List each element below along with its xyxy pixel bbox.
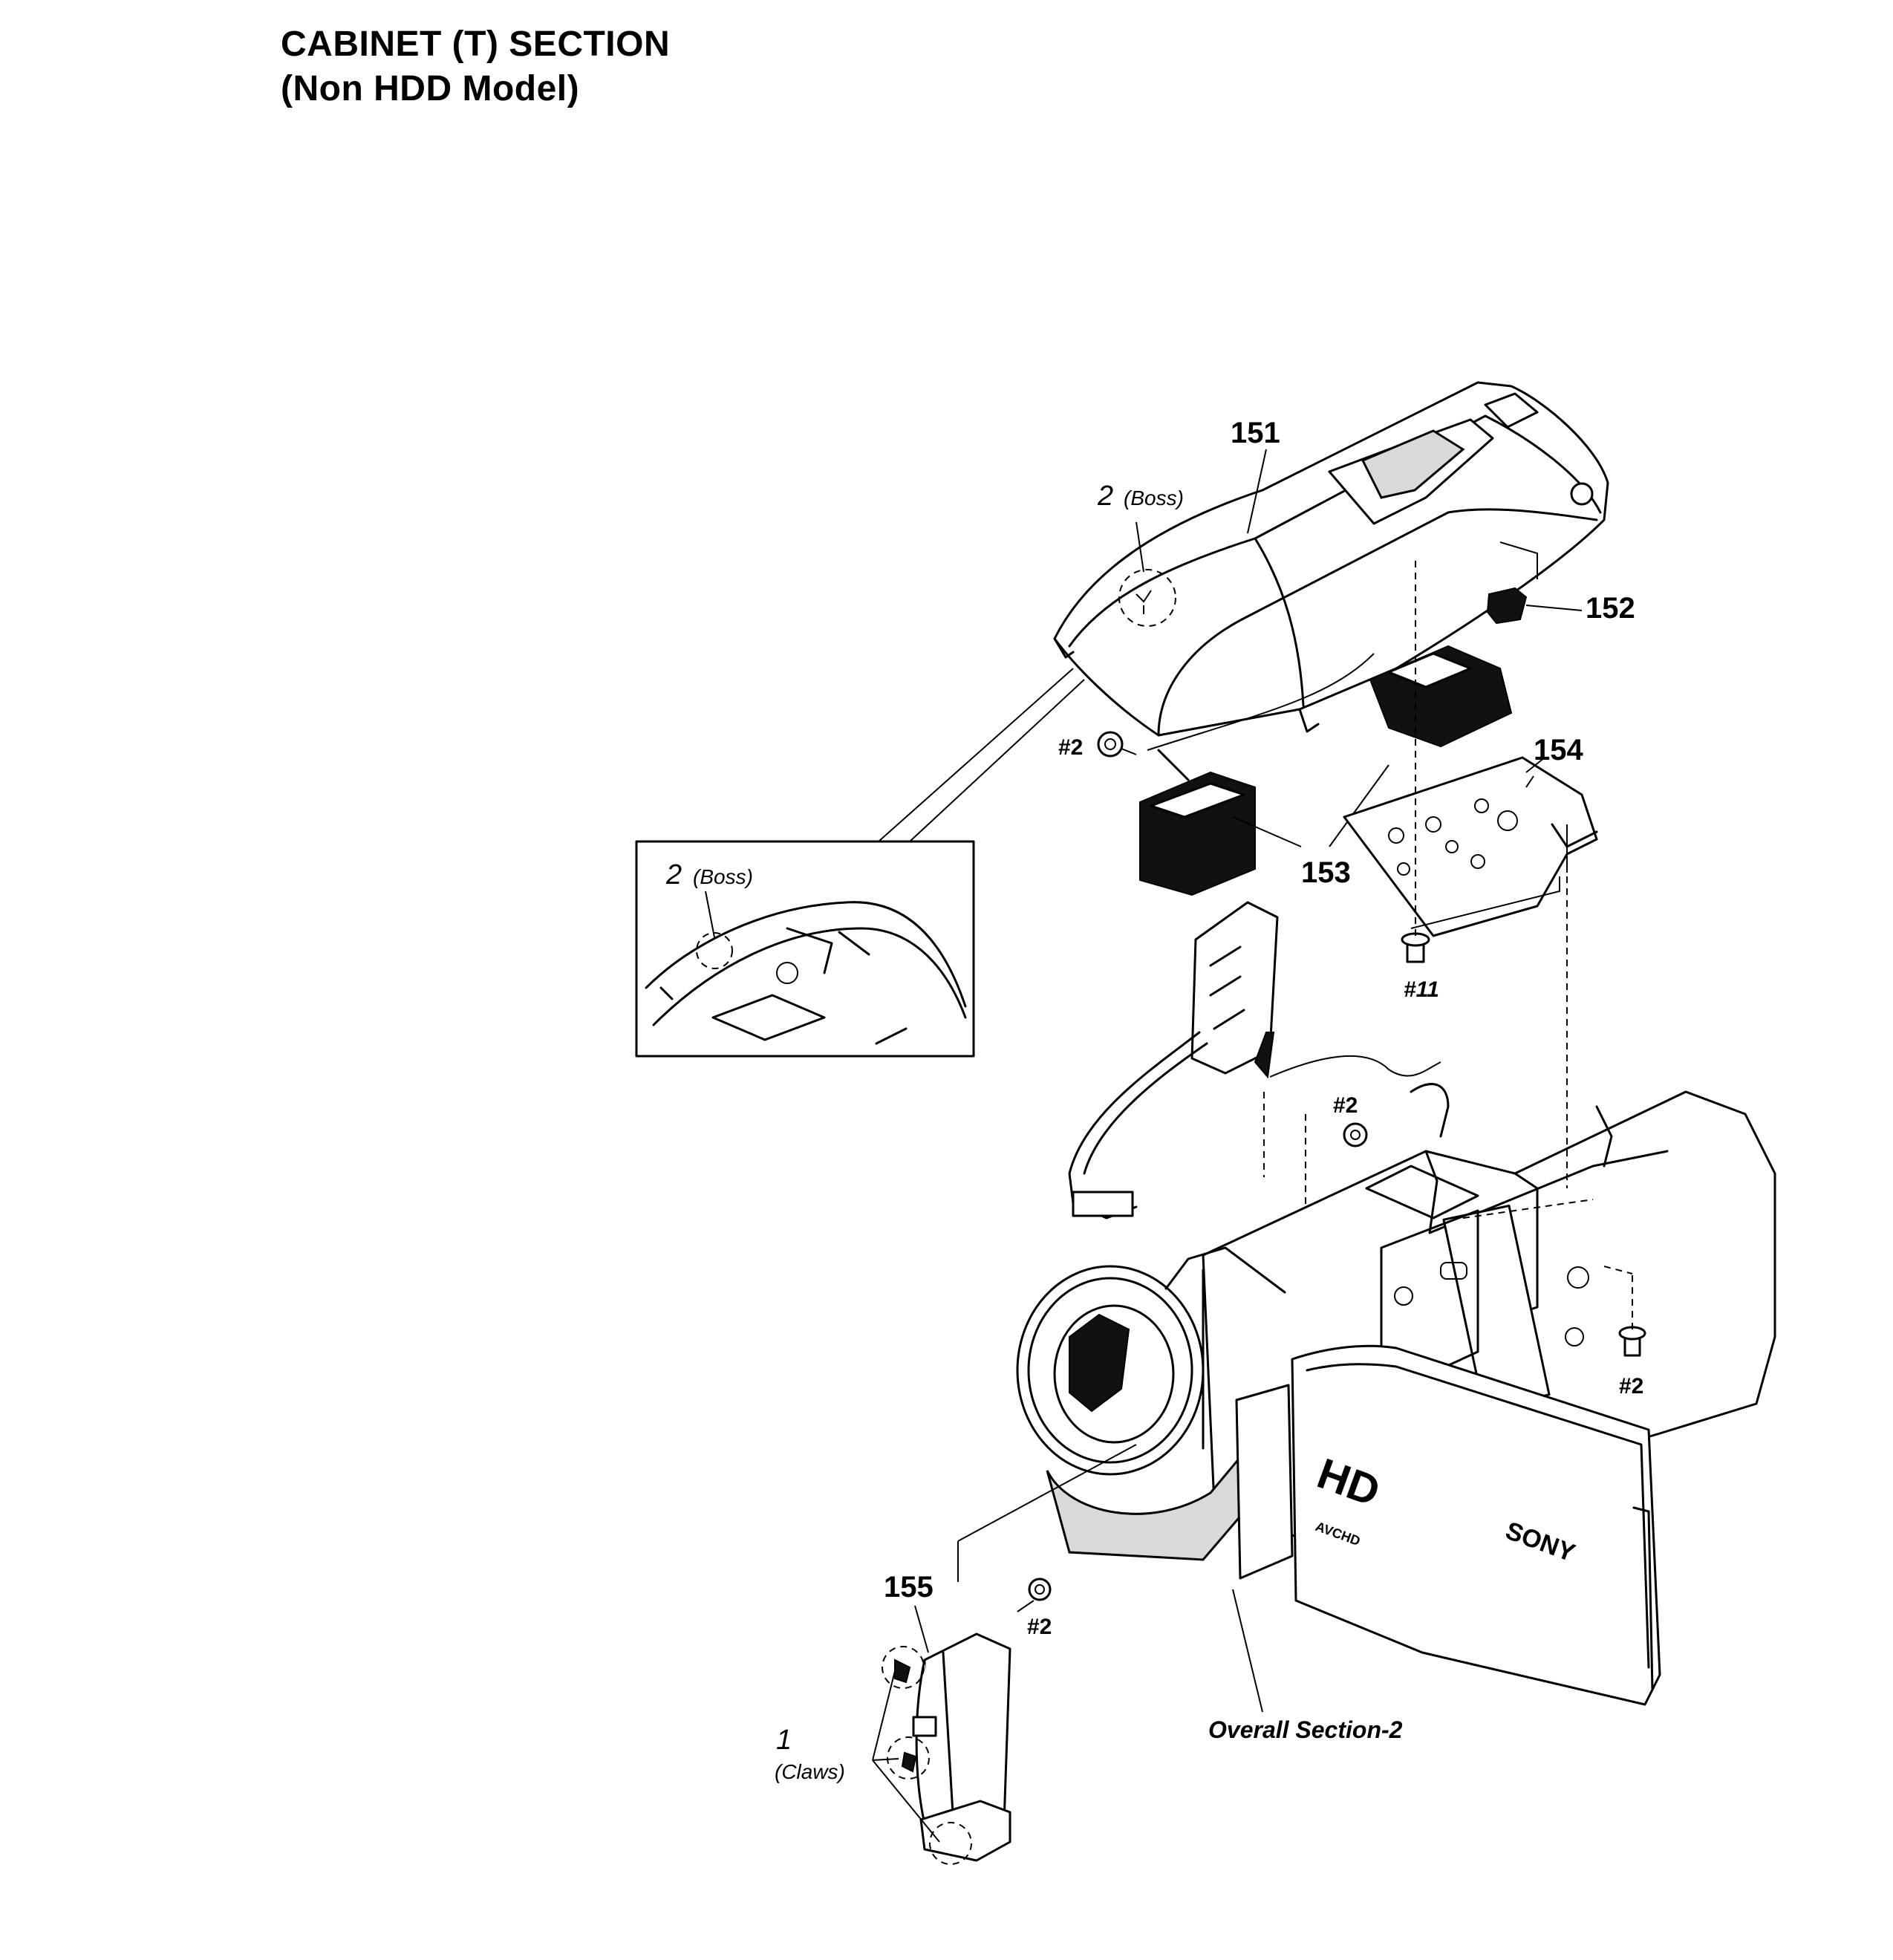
leader-lines <box>872 449 1568 1843</box>
screw-lower <box>1017 1578 1052 1612</box>
section-subtitle: (Non HDD Model) <box>281 69 580 108</box>
camcorder-body <box>1016 876 1776 1706</box>
part-153 <box>1139 645 1513 896</box>
top-cabinet-151 <box>1053 381 1609 737</box>
boss-count-inset: 2 <box>665 859 682 891</box>
claws-label: (Claws) <box>775 1760 845 1783</box>
screw-upper-left <box>1097 731 1137 758</box>
callout-155: 155 <box>884 1571 934 1604</box>
boss-detail-inset <box>635 840 975 1058</box>
part-154 <box>1343 756 1598 937</box>
callout-154: 154 <box>1534 734 1583 766</box>
overall-section-ref: Overall Section-2 <box>1208 1716 1403 1743</box>
screw-label-lower: #2 <box>1027 1615 1052 1639</box>
boss-label-top: (Boss) <box>1124 486 1184 509</box>
pcb-bracket <box>1068 901 1441 1220</box>
section-title: CABINET (T) SECTION <box>281 25 671 64</box>
claws-count: 1 <box>776 1725 792 1756</box>
screw-label-11: #11 <box>1404 977 1439 1002</box>
callout-152: 152 <box>1586 592 1635 625</box>
part-152 <box>1486 541 1583 625</box>
page-title-block: CABINET (T) SECTION (Non HDD Model) <box>281 22 670 111</box>
screw-right <box>1603 1266 1646 1357</box>
boss-count-top: 2 <box>1097 481 1113 512</box>
screw-label-middle: #2 <box>1333 1093 1358 1118</box>
screw-11 <box>1401 557 1430 963</box>
callout-151: 151 <box>1231 417 1280 449</box>
callout-153: 153 <box>1301 856 1351 889</box>
part-155 <box>882 1632 1011 1865</box>
boss-label-inset: (Boss) <box>693 865 753 888</box>
screw-label-upper-left: #2 <box>1058 735 1083 760</box>
screw-label-right: #2 <box>1619 1374 1643 1399</box>
